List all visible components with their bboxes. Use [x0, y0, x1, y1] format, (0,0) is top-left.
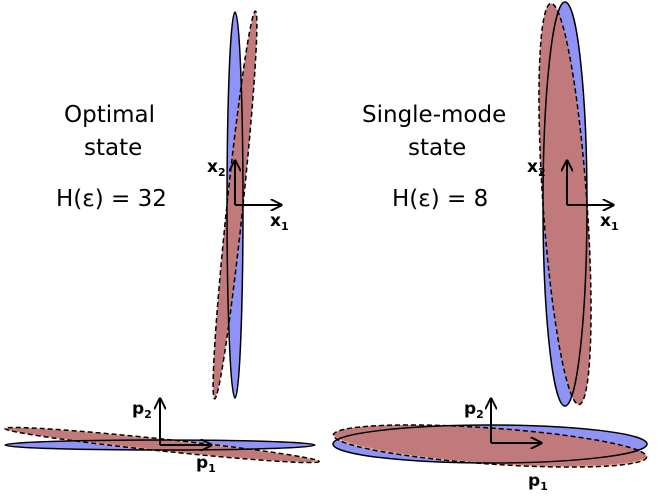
left-title-line1: Optimal: [64, 102, 156, 128]
right-title-line2: state: [408, 135, 467, 161]
right-p2-label: p2: [464, 399, 484, 421]
right-title-line1: Single-mode: [362, 102, 507, 128]
right-p-axes: [491, 400, 540, 443]
left-x2-label: x2: [207, 157, 226, 179]
right-p1-label: p1: [528, 471, 548, 493]
left-p2-label: p2: [132, 399, 152, 421]
left-x-axes: [235, 162, 280, 205]
left-entropy-label: H(ε) = 32: [56, 186, 167, 212]
right-x1-label: x1: [600, 211, 619, 233]
right-x2-label: x2: [527, 157, 546, 179]
left-p-axes: [160, 400, 210, 445]
right-entropy-label: H(ε) = 8: [392, 186, 489, 212]
left-title-line2: state: [84, 135, 143, 161]
left-p1-label: p1: [196, 453, 216, 475]
right-x-ellipses: [538, 1, 592, 407]
left-x1-label: x1: [270, 211, 289, 233]
right-x-axes: [567, 162, 612, 205]
right-p-ellipses: [332, 424, 648, 468]
